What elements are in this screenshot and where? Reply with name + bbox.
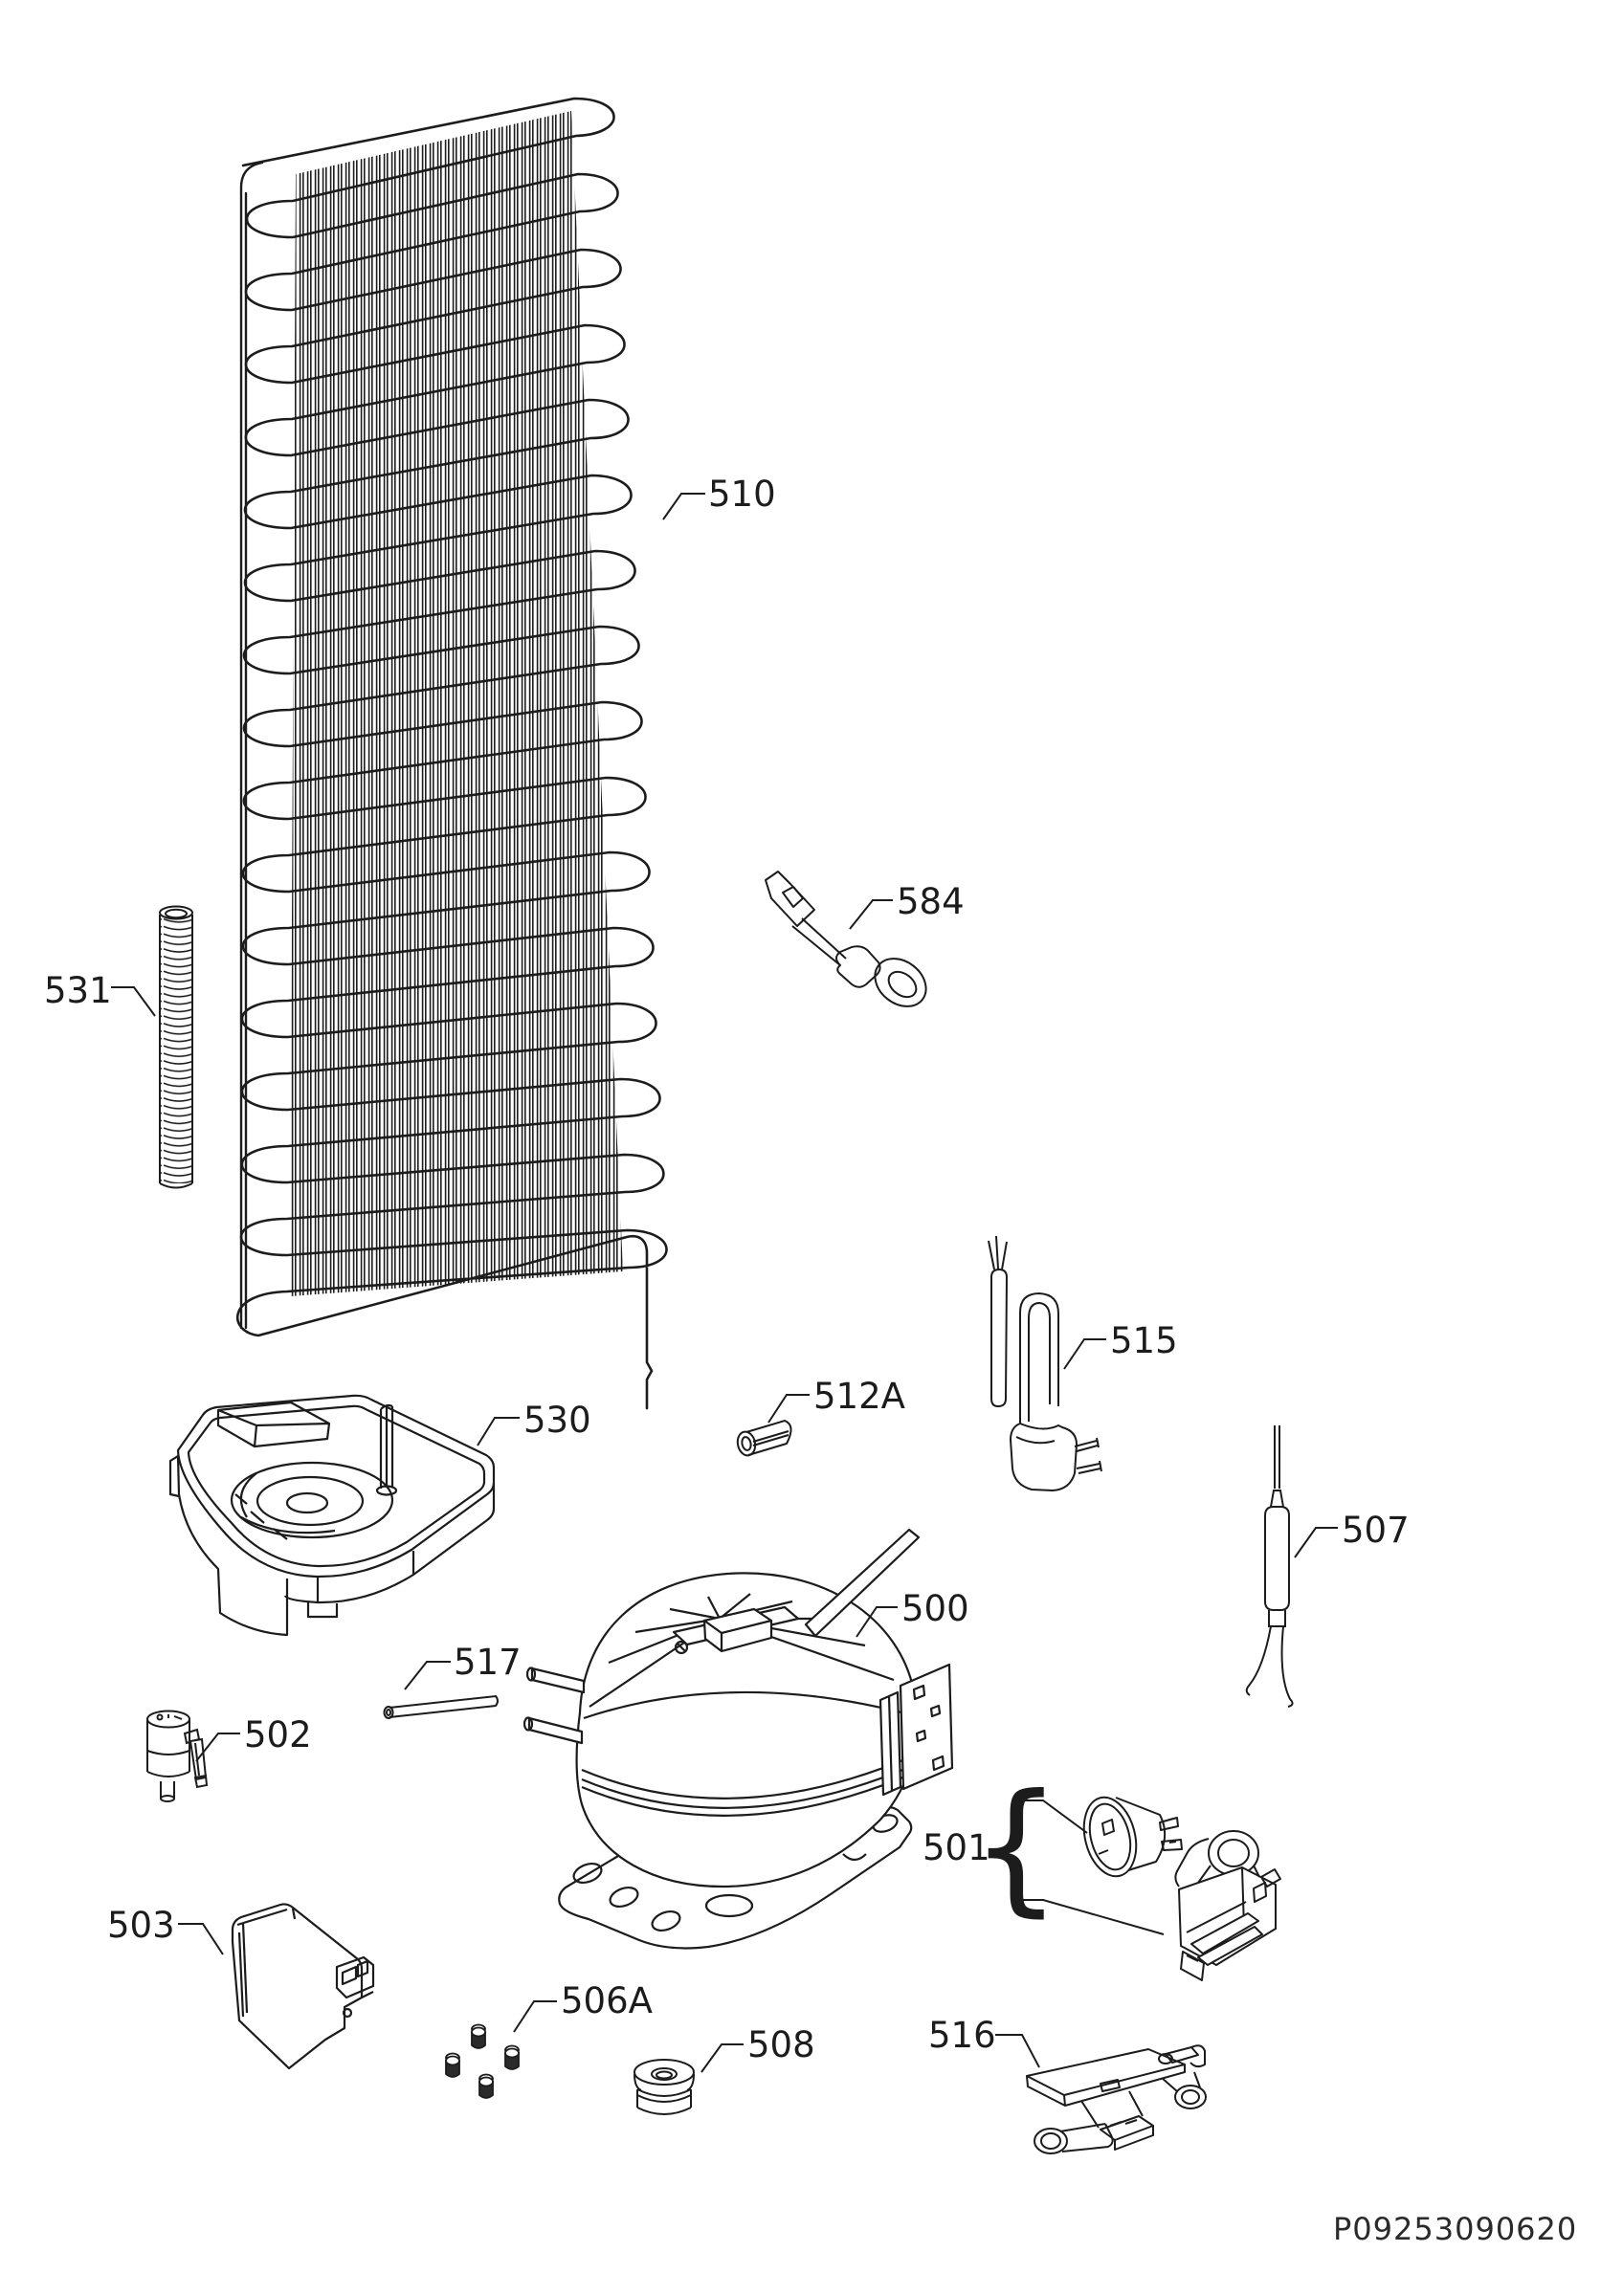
grommet — [634, 2059, 695, 2115]
document-code: P09253090620 — [1333, 2211, 1577, 2247]
leader-530 — [477, 1417, 520, 1446]
defrost-heater — [988, 1235, 1102, 1491]
leader-501-top — [1016, 1799, 1088, 1834]
callout-517: 517 — [454, 1642, 522, 1683]
callout-506A: 506A — [561, 1980, 653, 2021]
leader-517 — [404, 1661, 451, 1690]
leader-510 — [662, 493, 705, 520]
callout-labels: 510 531 584 530 512A 515 507 500 517 502… — [44, 474, 1410, 2065]
leader-516 — [995, 2034, 1040, 2068]
compressor — [522, 1528, 954, 1950]
callout-516: 516 — [928, 2015, 996, 2056]
leader-502 — [195, 1733, 240, 1762]
leader-508 — [700, 2043, 744, 2073]
callout-507: 507 — [1342, 1510, 1410, 1551]
callout-531: 531 — [44, 970, 112, 1011]
scraper-key — [765, 871, 927, 1007]
callout-512A: 512A — [813, 1376, 905, 1417]
mounting-pins — [445, 2023, 520, 2099]
callout-503: 503 — [107, 1905, 175, 1946]
leader-507 — [1294, 1527, 1338, 1558]
straight-tube — [383, 1694, 499, 1719]
terminal-cover — [231, 1903, 375, 2070]
leader-lines — [111, 493, 1338, 2073]
callout-500: 500 — [901, 1588, 969, 1629]
leader-500 — [856, 1606, 898, 1638]
leader-506A — [513, 2000, 557, 2033]
callout-584: 584 — [897, 881, 965, 922]
callout-501-brace: { — [970, 1764, 1061, 1931]
sensor-capsule — [1245, 1425, 1294, 1708]
leader-515 — [1063, 1338, 1106, 1370]
callout-502: 502 — [244, 1714, 312, 1755]
mounting-bracket — [1026, 2044, 1207, 2154]
callout-501: 501 — [923, 1827, 990, 1868]
callout-508: 508 — [747, 2024, 815, 2065]
drain-pan — [168, 1394, 496, 1637]
valve — [146, 1710, 209, 1802]
callout-510: 510 — [708, 474, 776, 515]
condenser-grid — [235, 97, 668, 1410]
leader-512A — [767, 1394, 810, 1424]
leader-584 — [849, 899, 893, 930]
leader-531 — [111, 986, 156, 1017]
leader-503 — [178, 1923, 224, 1955]
leader-501-bottom — [1016, 1899, 1165, 1935]
tube-sleeve — [736, 1419, 792, 1457]
starter-relay-kit — [1082, 1796, 1281, 1981]
callout-515: 515 — [1110, 1320, 1178, 1361]
callout-530: 530 — [523, 1400, 591, 1441]
drain-hose-spring — [159, 905, 193, 1189]
